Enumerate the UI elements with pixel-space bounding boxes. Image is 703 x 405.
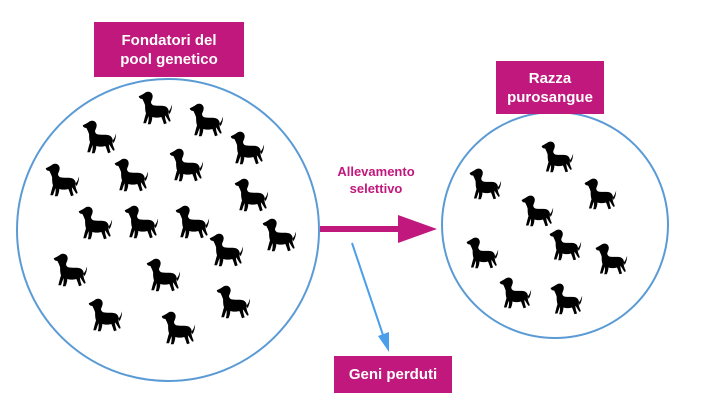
dog-icon: [469, 168, 502, 200]
dog-icon: [138, 91, 173, 125]
dog-icon: [88, 298, 123, 332]
dog-icon: [189, 103, 224, 137]
dog-icon: [234, 178, 269, 212]
dog-icon: [521, 195, 554, 227]
dog-icon: [53, 253, 88, 287]
dog-icon: [499, 277, 532, 309]
dog-icon: [230, 131, 265, 165]
dog-icon: [584, 178, 617, 210]
selective-label-line-1: Allevamento: [337, 164, 415, 179]
dog-icon: [78, 206, 113, 240]
dog-icon: [161, 311, 196, 345]
lost-genes-label-box: Geni perduti: [334, 356, 452, 393]
dog-icon: [209, 233, 244, 267]
breed-dog-group: [466, 141, 628, 315]
dog-icon: [114, 158, 149, 192]
breed-label-box: Razza purosangue: [496, 61, 604, 114]
dog-icon: [466, 237, 499, 269]
lost-genes-arrow: [351, 242, 389, 352]
dog-icon: [124, 205, 159, 239]
lost-genes-label: Geni perduti: [348, 366, 438, 383]
founders-label-box: Fondatori del pool genetico: [94, 22, 244, 77]
selective-breeding-arrow: [320, 215, 437, 243]
dog-icon: [541, 141, 574, 173]
breed-label-line-2: purosangue: [507, 88, 593, 106]
dog-icon: [175, 205, 210, 239]
founders-pool-circle: [16, 78, 320, 382]
selective-label-line-2: selettivo: [349, 181, 403, 196]
founders-label-line-2: pool genetico: [120, 50, 218, 68]
dog-icon: [146, 258, 181, 292]
breed-pool-circle: [441, 111, 669, 339]
breed-label-line-1: Razza: [528, 69, 572, 87]
dog-icon: [549, 229, 582, 261]
dog-icon: [550, 283, 583, 315]
dog-icon: [82, 120, 117, 154]
dog-icon: [45, 163, 80, 197]
dog-icon: [169, 148, 204, 182]
dog-icon: [595, 243, 628, 275]
founders-label-line-1: Fondatori del: [121, 31, 217, 49]
dog-icon: [262, 218, 297, 252]
selective-breeding-label: Allevamento selettivo: [326, 163, 426, 197]
dog-icon: [216, 285, 251, 319]
founders-dog-group: [45, 91, 297, 345]
